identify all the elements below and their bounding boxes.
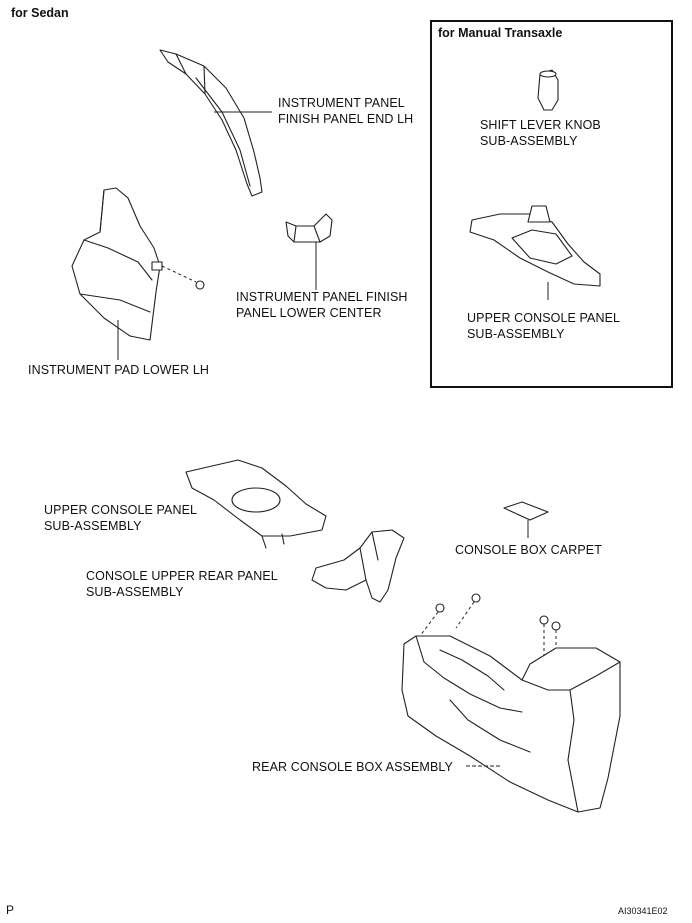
- label-console-upper-rear-2: SUB-ASSEMBLY: [86, 585, 184, 599]
- rear-console-box-part: [401, 635, 621, 813]
- console-upper-rear-panel-part: [311, 529, 405, 603]
- instrument-pad-lower-lh-part: [71, 187, 163, 341]
- label-finish-panel-lower-center-1: INSTRUMENT PANEL FINISH: [236, 290, 408, 304]
- manual-transaxle-inset: [430, 20, 673, 388]
- label-upper-console-main-1: UPPER CONSOLE PANEL: [44, 503, 198, 517]
- console-screws: [435, 593, 561, 631]
- label-upper-console-main-2: SUB-ASSEMBLY: [44, 519, 142, 533]
- label-console-box-carpet: CONSOLE BOX CARPET: [455, 543, 602, 557]
- label-upper-console-inset-2: SUB-ASSEMBLY: [467, 327, 565, 341]
- variant-label: for Sedan: [11, 6, 69, 20]
- inset-title: for Manual Transaxle: [438, 26, 563, 40]
- label-console-upper-rear-1: CONSOLE UPPER REAR PANEL: [86, 569, 278, 583]
- finish-panel-end-lh-part: [159, 49, 263, 197]
- label-upper-console-inset-1: UPPER CONSOLE PANEL: [467, 311, 621, 325]
- upper-console-panel-inset-part: [469, 205, 601, 287]
- label-instrument-pad-lower-lh: INSTRUMENT PAD LOWER LH: [28, 363, 210, 377]
- label-shift-lever-knob-2: SUB-ASSEMBLY: [480, 134, 578, 148]
- label-finish-panel-lower-center-2: PANEL LOWER CENTER: [236, 306, 382, 320]
- console-box-carpet-part: [503, 501, 549, 521]
- shift-lever-knob-part: [537, 69, 559, 111]
- finish-panel-lower-center-part: [285, 213, 333, 243]
- label-finish-panel-end-lh-2: FINISH PANEL END LH: [278, 112, 414, 126]
- figure-code: AI30341E02: [618, 906, 668, 916]
- page-mark: P: [6, 903, 15, 917]
- label-shift-lever-knob-1: SHIFT LEVER KNOB: [480, 118, 601, 132]
- label-finish-panel-end-lh-1: INSTRUMENT PANEL: [278, 96, 405, 110]
- upper-console-panel-main-part: [185, 459, 327, 549]
- label-rear-console-box: REAR CONSOLE BOX ASSEMBLY: [252, 760, 453, 774]
